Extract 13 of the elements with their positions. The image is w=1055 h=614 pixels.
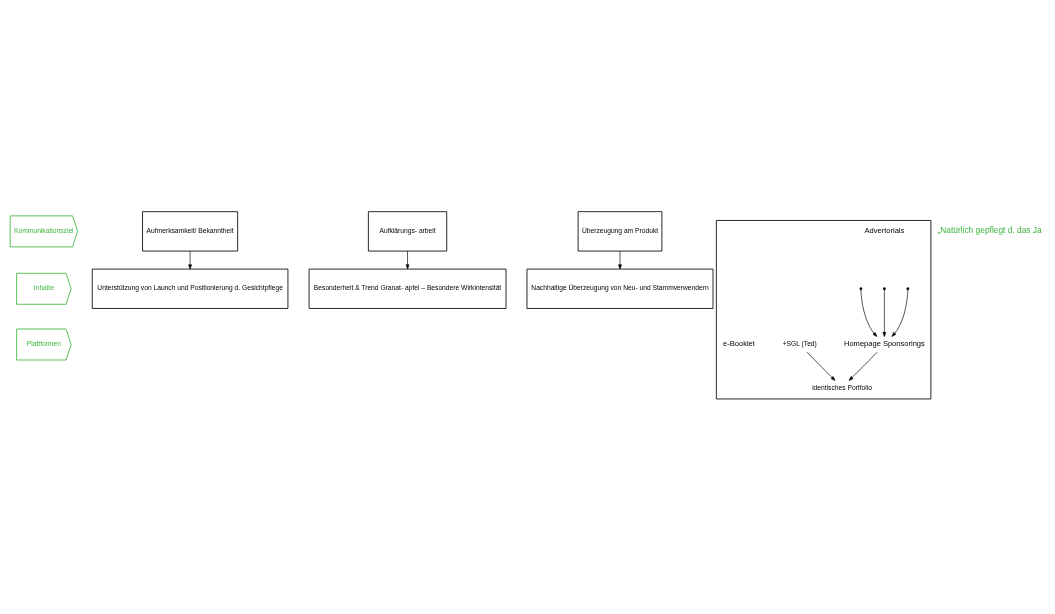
arrow — [618, 250, 622, 270]
arrow — [860, 289, 878, 337]
node-text: e-Booklet — [723, 339, 755, 349]
arrow — [806, 351, 836, 381]
label: „Natürlich gepflegt d. das Ja — [937, 225, 1042, 236]
arrow — [891, 289, 909, 337]
cluster — [715, 220, 932, 400]
arrow — [188, 250, 192, 270]
node-text: Homepage Sponsorings — [843, 339, 925, 349]
arrow — [882, 289, 887, 337]
arrow — [405, 250, 410, 270]
arrow — [848, 351, 878, 381]
node-text: Advertorials — [864, 226, 905, 236]
